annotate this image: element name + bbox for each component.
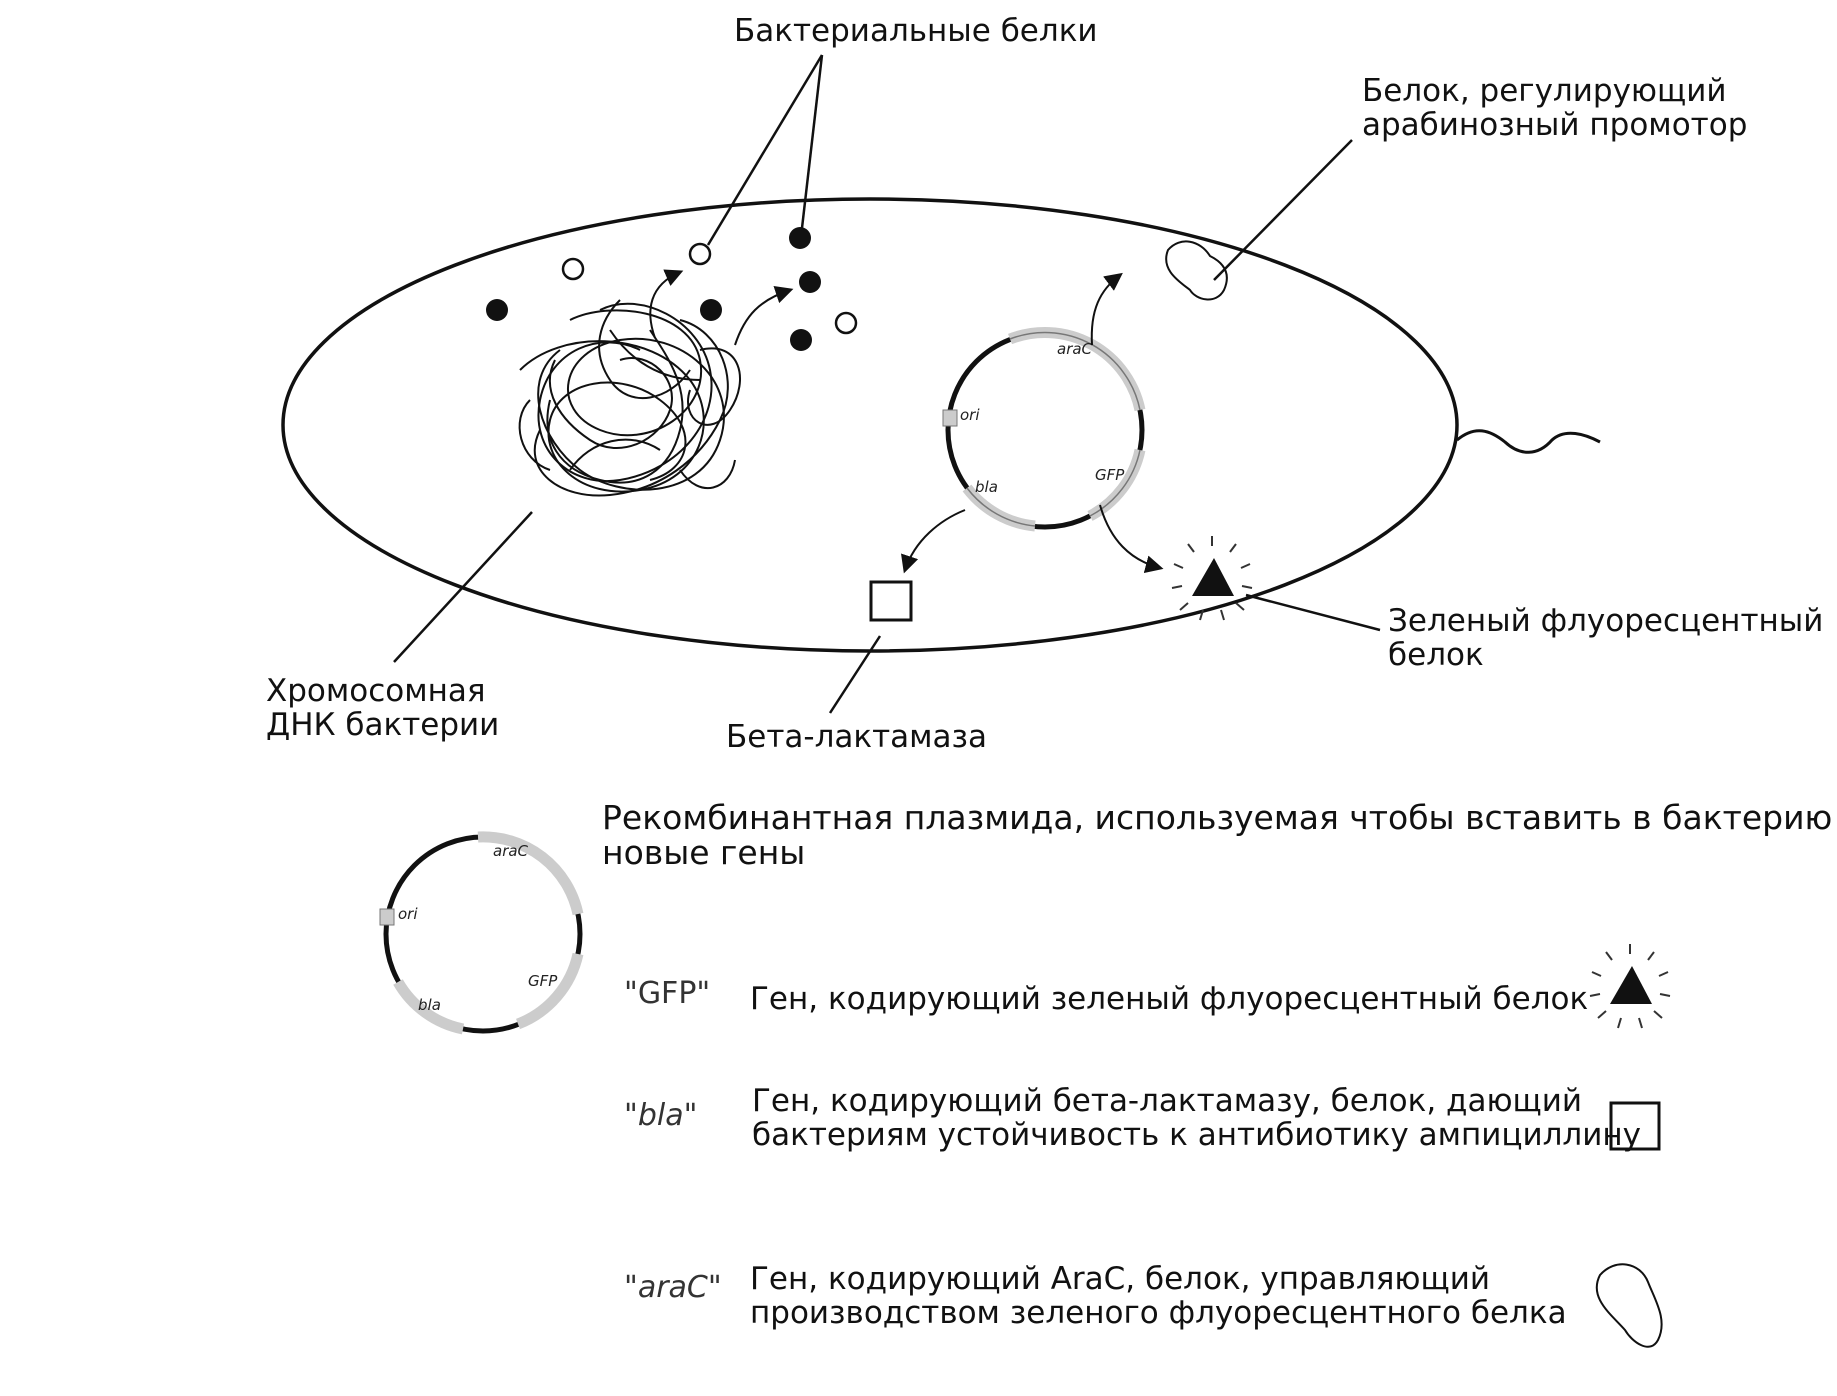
label-gfp-line-2: белок [1388,637,1484,673]
dna-to-protein-arrow-1 [649,269,684,339]
label-gfp-protein: Зеленый флуоресцентный белок [1388,604,1823,672]
legend-key-gfp: "GFP" [624,976,711,1011]
label-gfp-line-1: Зеленый флуоресцентный [1388,603,1824,639]
chromosomal-dna [518,299,741,497]
protein-filled-3 [789,227,811,249]
label-chromosomal-line-1: Хромосомная [266,673,486,709]
legend-key-arac: "araC" [624,1270,722,1305]
gfp-glowing-triangle [1171,536,1253,621]
plasmid-to-arac-arrow [1090,272,1123,346]
protein-open-3 [834,311,858,335]
protein-open-1 [561,257,585,281]
pointer-bacterial-proteins-2 [800,54,824,229]
legend-key-bla-text: bla [637,1098,684,1133]
legend-desc-arac: Ген, кодирующий AraC, белок, управляющий… [750,1262,1567,1330]
cell-plasmid-bla-label: bla [975,478,998,496]
legend-desc-gfp-line-1: Ген, кодирующий зеленый флуоресцентный б… [750,981,1589,1017]
pointer-beta-lactamase [828,635,882,714]
legend-desc-bla-line-1: Ген, кодирующий бета-лактамазу, белок, д… [752,1083,1583,1119]
beta-lactamase-square [869,580,913,622]
cell-plasmid-arac-label: araC [1057,340,1093,358]
label-regulator-protein: Белок, регулирующий арабинозный промотор [1362,74,1747,142]
cell-plasmid-ori-label: ori [960,406,980,424]
plasmid-to-gfp-arrow [1099,504,1164,573]
label-regulator-line-2: арабинозный промотор [1362,107,1748,143]
label-chromosomal-dna: Хромосомная ДНК бактерии [266,674,499,742]
legend-plasmid-gfp-label: GFP [528,972,558,990]
pointer-regulator [1213,139,1353,281]
cell-plasmid-gfp-label: GFP [1095,466,1125,484]
legend-title-line-1: Рекомбинантная плазмида, используемая чт… [602,798,1833,837]
pointer-chromosomal-dna [393,511,533,663]
legend-title: Рекомбинантная плазмида, используемая чт… [602,800,1832,870]
legend-bla-symbol [1609,1101,1661,1151]
dna-to-protein-arrow-2 [734,286,794,346]
label-bacterial-proteins: Бактериальные белки [734,13,1098,49]
legend-gfp-symbol [1589,944,1671,1029]
label-chromosomal-line-2: ДНК бактерии [266,707,500,743]
legend-key-arac-text: araC [637,1270,708,1305]
flagellum [1456,429,1601,454]
pointer-bacterial-proteins-1 [706,54,824,246]
protein-filled-1 [486,299,508,321]
label-beta-lactamase: Бета-лактамаза [726,719,988,755]
bacterial-proteins [486,227,858,351]
pointer-gfp [1245,593,1381,632]
protein-open-2 [688,242,712,266]
legend-plasmid-ori-label: ori [398,905,418,923]
protein-filled-2 [700,299,722,321]
legend-plasmid: araC ori GFP bla [379,831,584,1035]
legend-desc-bla: Ген, кодирующий бета-лактамазу, белок, д… [752,1084,1641,1152]
legend-arac-symbol [1595,1263,1663,1348]
legend-key-gfp-text: GFP [637,976,697,1011]
plasmid-to-bla-arrow [901,509,966,574]
label-regulator-line-1: Белок, регулирующий [1362,73,1727,109]
legend-plasmid-bla-label: bla [418,996,441,1014]
legend-desc-gfp: Ген, кодирующий зеленый флуоресцентный б… [750,982,1588,1016]
legend-plasmid-arac-label: araC [493,842,529,860]
arac-protein-blob [1165,240,1228,301]
legend-desc-bla-line-2: бактериям устойчивость к антибиотику амп… [752,1117,1642,1153]
legend-desc-arac-line-1: Ген, кодирующий AraC, белок, управляющий [750,1261,1491,1297]
legend-desc-arac-line-2: производством зеленого флуоресцентного б… [750,1295,1567,1331]
cell-plasmid: araC ori GFP bla [942,327,1146,532]
protein-filled-5 [790,329,812,351]
protein-filled-4 [799,271,821,293]
legend-title-line-2: новые гены [602,833,806,872]
legend-key-bla: "bla" [624,1098,698,1133]
